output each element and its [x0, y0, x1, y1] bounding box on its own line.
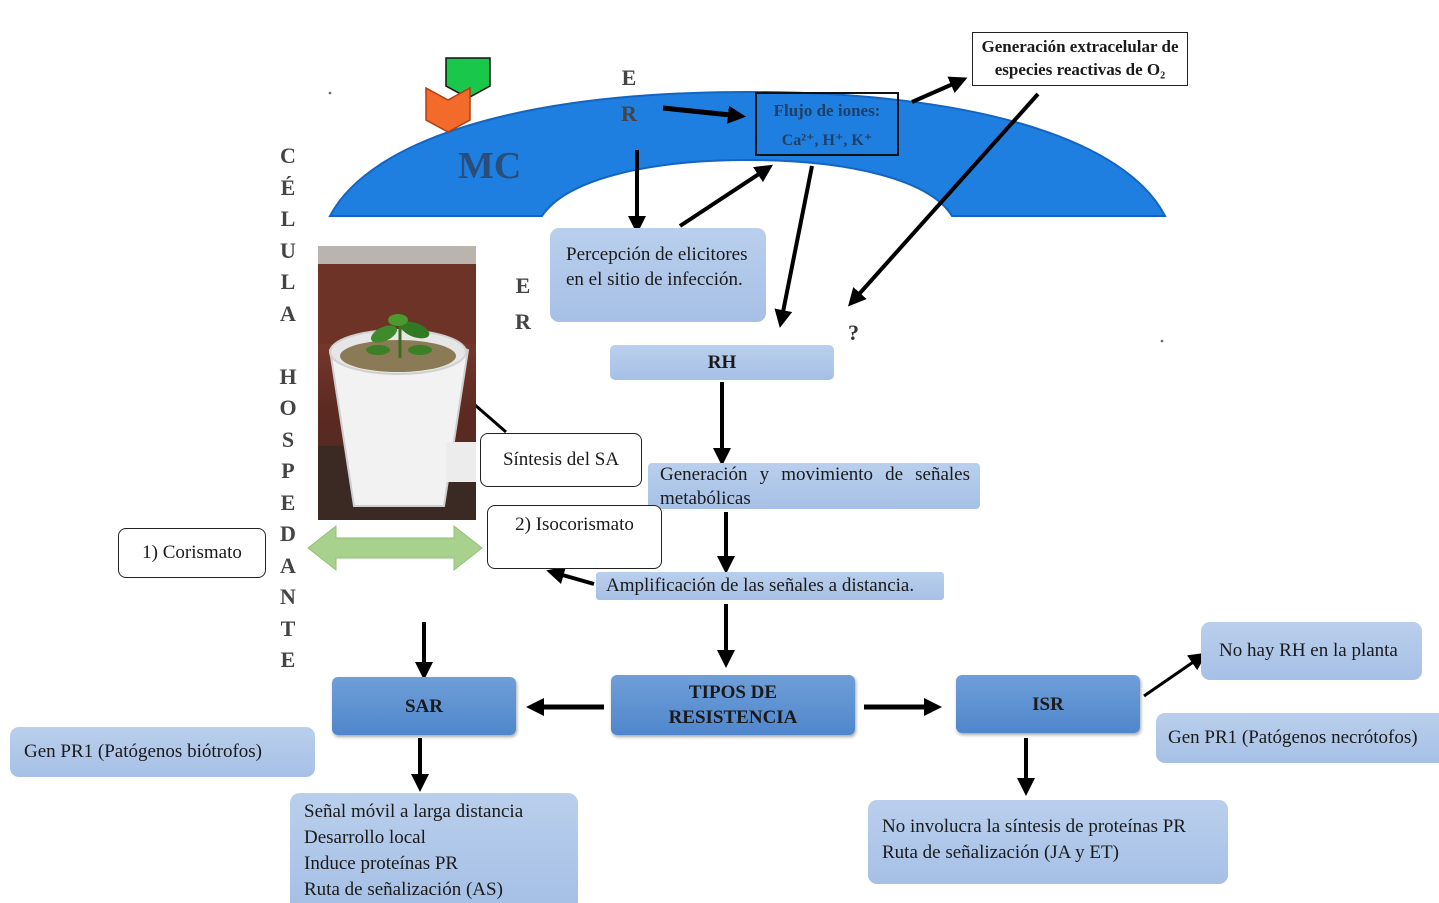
vl-14: N	[280, 584, 296, 609]
sar-detail-2: Desarrollo local	[304, 827, 426, 848]
gen-pr1-right-box: Gen PR1 (Patógenos necrótofos)	[1156, 713, 1439, 763]
er-top-e: E	[621, 65, 637, 90]
vl-4: L	[280, 269, 296, 294]
er-mid-e: E	[515, 273, 531, 298]
arrow-er-to-flux	[662, 105, 746, 124]
vl-6	[276, 329, 300, 361]
perception-box: Percepción de elicitores en el sitio de …	[550, 228, 766, 322]
vl-2: L	[280, 206, 296, 231]
ion-flux-text: Flujo de iones: Ca²⁺, H⁺, K⁺	[757, 96, 897, 156]
sar-detail-3: Induce proteínas PR	[304, 853, 459, 874]
arrow-flux-to-ros	[911, 76, 968, 104]
gen-pr1-left-text: Gen PR1 (Patógenos biótrofos)	[24, 741, 263, 762]
vl-16: E	[280, 647, 296, 672]
amplification-box: Amplificación de las señales a distancia…	[596, 572, 944, 600]
gen-pr1-left-box: Gen PR1 (Patógenos biótrofos)	[10, 727, 315, 777]
vl-8: O	[279, 395, 297, 420]
ros-box: Generación extracelular de especies reac…	[972, 32, 1188, 86]
amplification-text: Amplificación de las señales a distancia…	[606, 575, 915, 596]
no-rh-box: No hay RH en la planta	[1201, 622, 1422, 680]
no-rh-text: No hay RH en la planta	[1219, 640, 1398, 661]
rh-text: RH	[707, 352, 737, 373]
ros-line2: especies reactivas de O₂	[994, 60, 1166, 79]
perception-text: Percepción de elicitores en el sitio de …	[566, 244, 748, 290]
isr-text: ISR	[1032, 693, 1064, 715]
generation-box: Generación y movimiento de señales metab…	[648, 463, 980, 509]
vertical-host-cell-label: C É L U L A H O S P E D A N T E	[276, 140, 300, 676]
resistance-types-box: TIPOS DE RESISTENCIA	[611, 675, 855, 735]
sar-details-box: Señal móvil a larga distancia Desarrollo…	[290, 793, 578, 903]
isocorismato-box: 2) Isocorismato	[487, 505, 662, 569]
corismato-box: 1) Corismato	[118, 528, 266, 578]
receptor-orange-icon	[425, 86, 471, 133]
vl-9: S	[281, 426, 295, 452]
gen-pr1-right-text: Gen PR1 (Patógenos necrótofos)	[1168, 727, 1418, 748]
isr-box: ISR	[956, 675, 1140, 733]
er-mid-r: R	[515, 309, 531, 334]
isocorismato-text: 2) Isocorismato	[515, 514, 634, 535]
arrow-isr-to-norh	[1143, 652, 1207, 698]
vl-15: T	[280, 615, 296, 641]
vl-3: U	[280, 237, 296, 263]
question-mark: ?	[848, 320, 859, 345]
arrow-flux-down	[774, 165, 814, 328]
rh-box: RH	[610, 345, 834, 380]
vl-1: É	[280, 174, 296, 200]
tipos-line1: TIPOS DE	[688, 682, 778, 703]
sa-synthesis-box: Síntesis del SA	[480, 433, 642, 487]
ion-flux-line2: Ca²⁺, H⁺, K⁺	[781, 132, 873, 149]
isr-detail-2: Ruta de señalización (JA y ET)	[882, 842, 1119, 863]
tipos-line2: RESISTENCIA	[668, 707, 798, 728]
er-label-mid: E R	[512, 268, 534, 340]
isr-detail-1: No involucra la síntesis de proteínas PR	[882, 816, 1186, 837]
vl-13: A	[280, 552, 296, 578]
er-label-top: E R	[618, 60, 640, 132]
sar-detail-1: Señal móvil a larga distancia	[304, 801, 524, 822]
corismato-text: 1) Corismato	[142, 542, 242, 563]
arrow-ros-down	[848, 92, 1040, 307]
vl-10: P	[281, 458, 295, 483]
generation-text: Generación y movimiento de señales metab…	[660, 464, 970, 509]
plant-photo	[318, 246, 476, 520]
receptor-green-icon	[445, 57, 491, 99]
vl-11: E	[280, 489, 296, 515]
isr-details-box: No involucra la síntesis de proteínas PR…	[868, 800, 1228, 884]
sar-detail-4: Ruta de señalización (AS)	[304, 879, 503, 900]
plant-illustration	[318, 246, 476, 520]
vl-5: A	[280, 300, 296, 326]
arrow-amp-to-iso	[546, 566, 595, 586]
sa-synthesis-text: Síntesis del SA	[502, 449, 620, 470]
vl-12: D	[280, 521, 296, 546]
sar-box: SAR	[332, 677, 516, 735]
ros-line1: Generación extracelular de	[981, 37, 1179, 56]
vl-7: H	[279, 363, 297, 389]
ion-flux-line1: Flujo de iones:	[773, 101, 881, 120]
vl-0: C	[280, 143, 296, 168]
membrane-label: MC	[458, 145, 522, 187]
ion-flux-box	[755, 92, 899, 156]
er-top-r: R	[621, 101, 637, 126]
sar-text: SAR	[404, 695, 443, 717]
arrow-perception-up	[678, 164, 774, 228]
double-arrow	[307, 524, 483, 572]
